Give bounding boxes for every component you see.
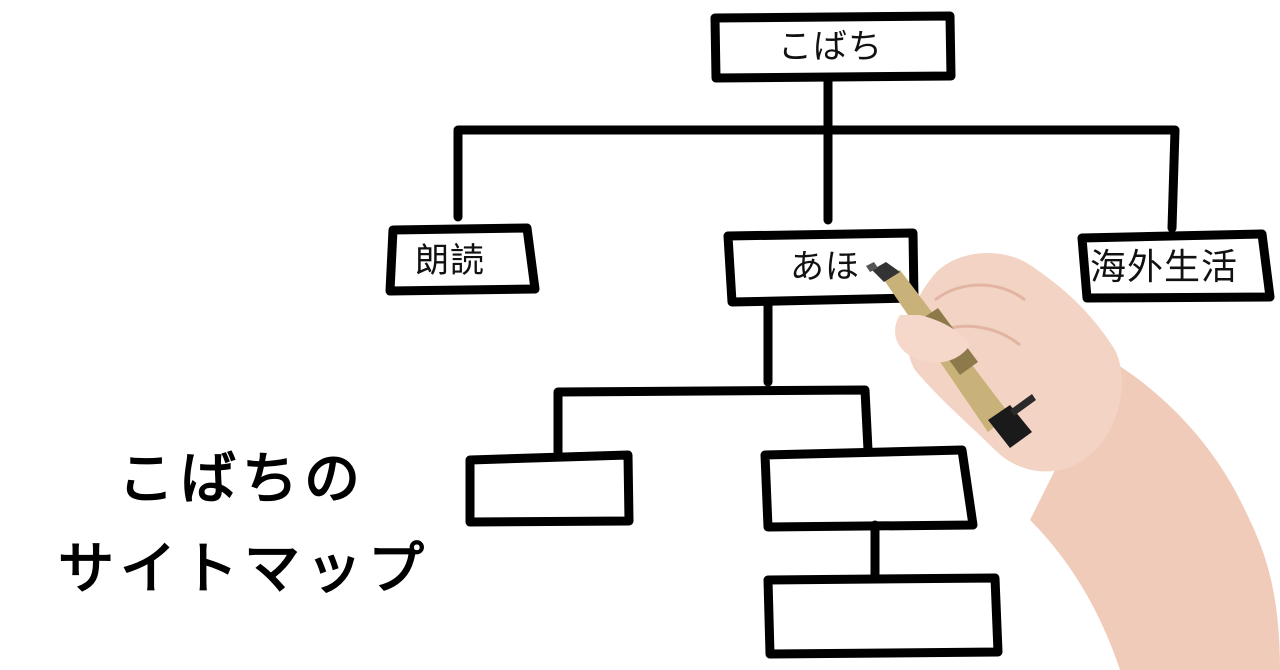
box-grandchild bbox=[763, 573, 1003, 659]
node-aho-label: あほ bbox=[790, 247, 860, 287]
node-rodoku-label: 朗読 bbox=[415, 241, 485, 281]
box-child-left bbox=[465, 450, 634, 527]
hand-holding-marker-icon bbox=[866, 253, 1280, 670]
connector-level2-bar bbox=[553, 385, 873, 460]
caption-line1: こばちの bbox=[118, 447, 366, 512]
caption-line2: サイトマップ bbox=[58, 537, 430, 602]
knuckle-shading bbox=[934, 283, 1026, 302]
connector-level1-bar bbox=[453, 125, 1180, 233]
box-rodoku bbox=[385, 223, 540, 296]
node-kaigai-label: 海外生活 bbox=[1090, 247, 1239, 288]
palm-shape bbox=[907, 253, 1122, 472]
node-root-label: こばち bbox=[778, 27, 883, 67]
box-root bbox=[710, 11, 956, 83]
box-kaigai bbox=[1077, 229, 1275, 303]
thumb-shape bbox=[895, 315, 970, 363]
box-child-right bbox=[760, 445, 978, 532]
